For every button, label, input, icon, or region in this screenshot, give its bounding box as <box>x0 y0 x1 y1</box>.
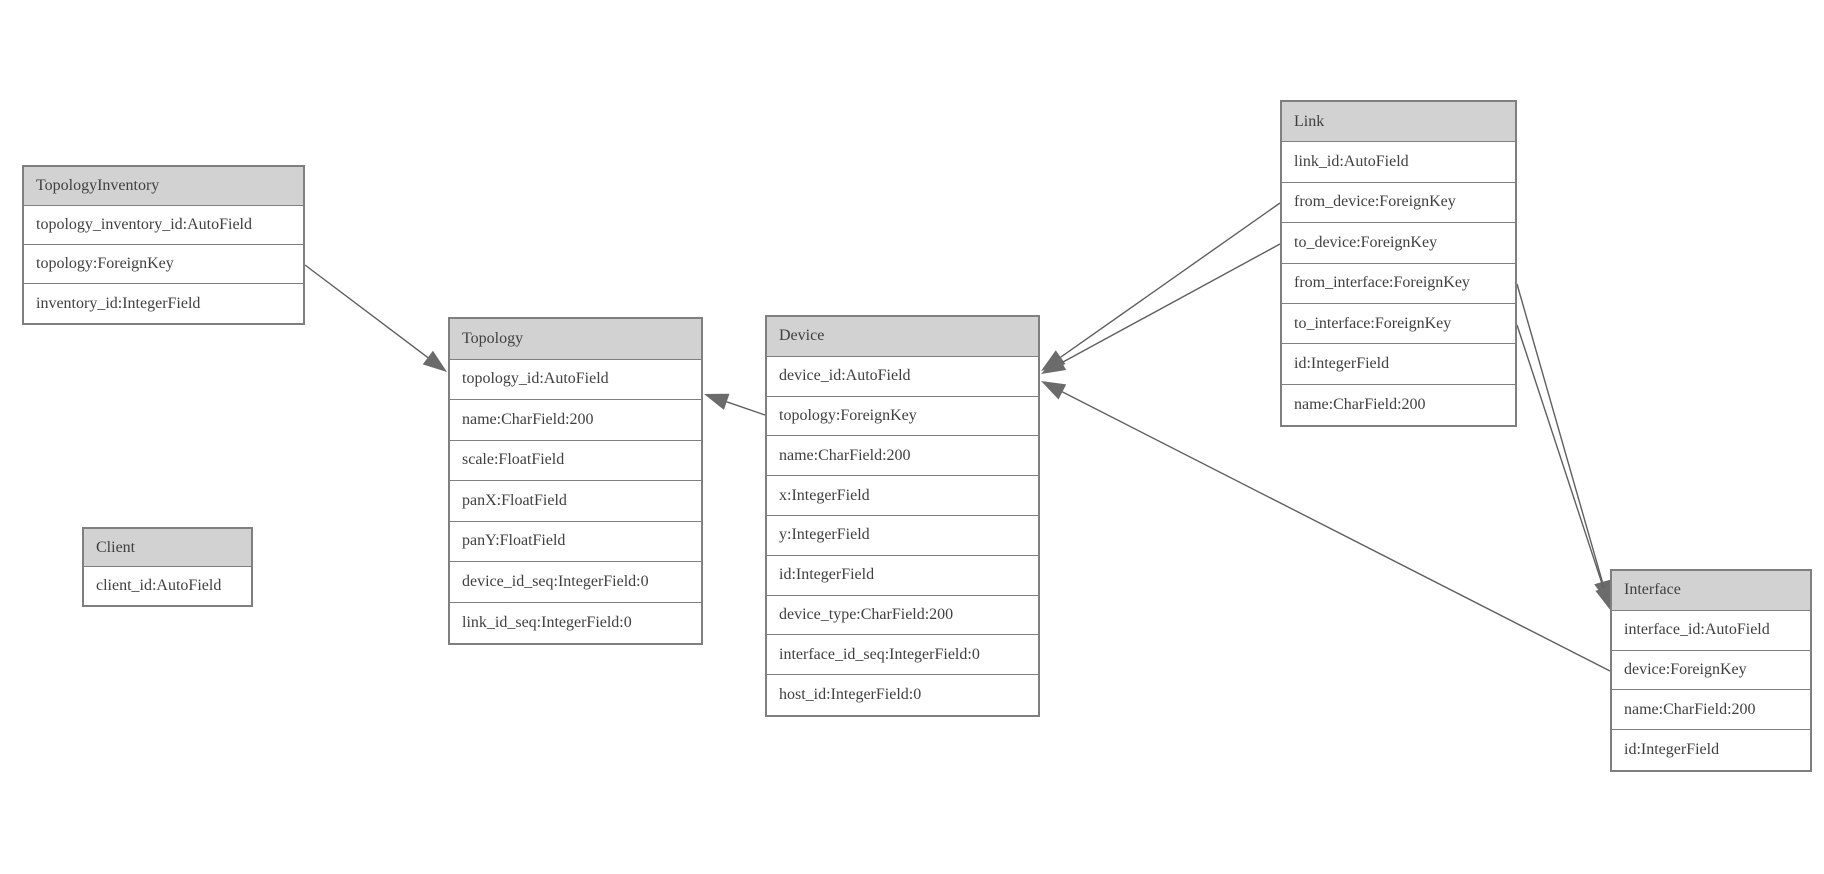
field-row-id: id:IntegerField <box>1282 344 1515 385</box>
field-row-device_id: device_id:AutoField <box>767 356 1038 397</box>
field-row-host_id: host_id:IntegerField:0 <box>767 675 1038 715</box>
field-row-name: name:CharField:200 <box>767 436 1038 477</box>
entity-header-topologyinventory: TopologyInventory <box>24 167 303 206</box>
entity-header-device: Device <box>767 317 1038 357</box>
field-row-scale: scale:FloatField <box>450 440 701 481</box>
edge-link-to_interface <box>1516 324 1605 589</box>
arrowhead-link-to_device <box>1041 355 1067 374</box>
arrowhead-device-topology <box>704 393 730 410</box>
field-row-interface_id: interface_id:AutoField <box>1612 610 1810 651</box>
field-row-topology: topology:ForeignKey <box>24 245 303 284</box>
field-row-to_interface: to_interface:ForeignKey <box>1282 303 1515 345</box>
field-row-x: x:IntegerField <box>767 476 1038 516</box>
field-row-id: id:IntegerField <box>767 555 1038 596</box>
edge-topologyinventory-topology <box>304 264 429 359</box>
field-row-topology_inventory_id: topology_inventory_id:AutoField <box>24 206 303 245</box>
entity-header-client: Client <box>84 529 251 567</box>
field-row-link_id: link_id:AutoField <box>1282 142 1515 183</box>
field-row-panY: panY:FloatField <box>450 521 701 562</box>
entity-header-interface: Interface <box>1612 571 1810 611</box>
edge-link-from_interface <box>1516 283 1604 583</box>
edge-interface-device <box>1062 391 1611 672</box>
field-row-name: name:CharField:200 <box>1612 690 1810 731</box>
field-row-from_interface: from_interface:ForeignKey <box>1282 263 1515 304</box>
field-row-client_id: client_id:AutoField <box>84 567 251 605</box>
arrowhead-topologyinventory-topology <box>422 350 447 372</box>
field-row-to_device: to_device:ForeignKey <box>1282 223 1515 264</box>
field-row-id: id:IntegerField <box>1612 730 1810 770</box>
field-row-device: device:ForeignKey <box>1612 650 1810 691</box>
field-row-panX: panX:FloatField <box>450 481 701 522</box>
field-row-name: name:CharField:200 <box>1282 384 1515 426</box>
field-row-name: name:CharField:200 <box>450 400 701 441</box>
edge-link-to_device <box>1061 243 1281 364</box>
field-row-device_type: device_type:CharField:200 <box>767 595 1038 636</box>
field-row-from_device: from_device:ForeignKey <box>1282 182 1515 224</box>
field-row-y: y:IntegerField <box>767 515 1038 556</box>
field-row-inventory_id: inventory_id:IntegerField <box>24 284 303 323</box>
field-row-interface_id_seq: interface_id_seq:IntegerField:0 <box>767 635 1038 676</box>
entity-header-topology: Topology <box>450 319 701 360</box>
field-row-topology: topology:ForeignKey <box>767 396 1038 437</box>
edge-device-topology <box>726 401 766 416</box>
field-row-topology_id: topology_id:AutoField <box>450 359 701 400</box>
field-row-link_id_seq: link_id_seq:IntegerField:0 <box>450 602 701 643</box>
arrowhead-link-to_interface <box>1595 585 1612 611</box>
field-row-device_id_seq: device_id_seq:IntegerField:0 <box>450 562 701 603</box>
arrowhead-interface-device <box>1041 381 1067 400</box>
edge-link-from_device <box>1060 202 1281 358</box>
entity-header-link: Link <box>1282 102 1515 143</box>
